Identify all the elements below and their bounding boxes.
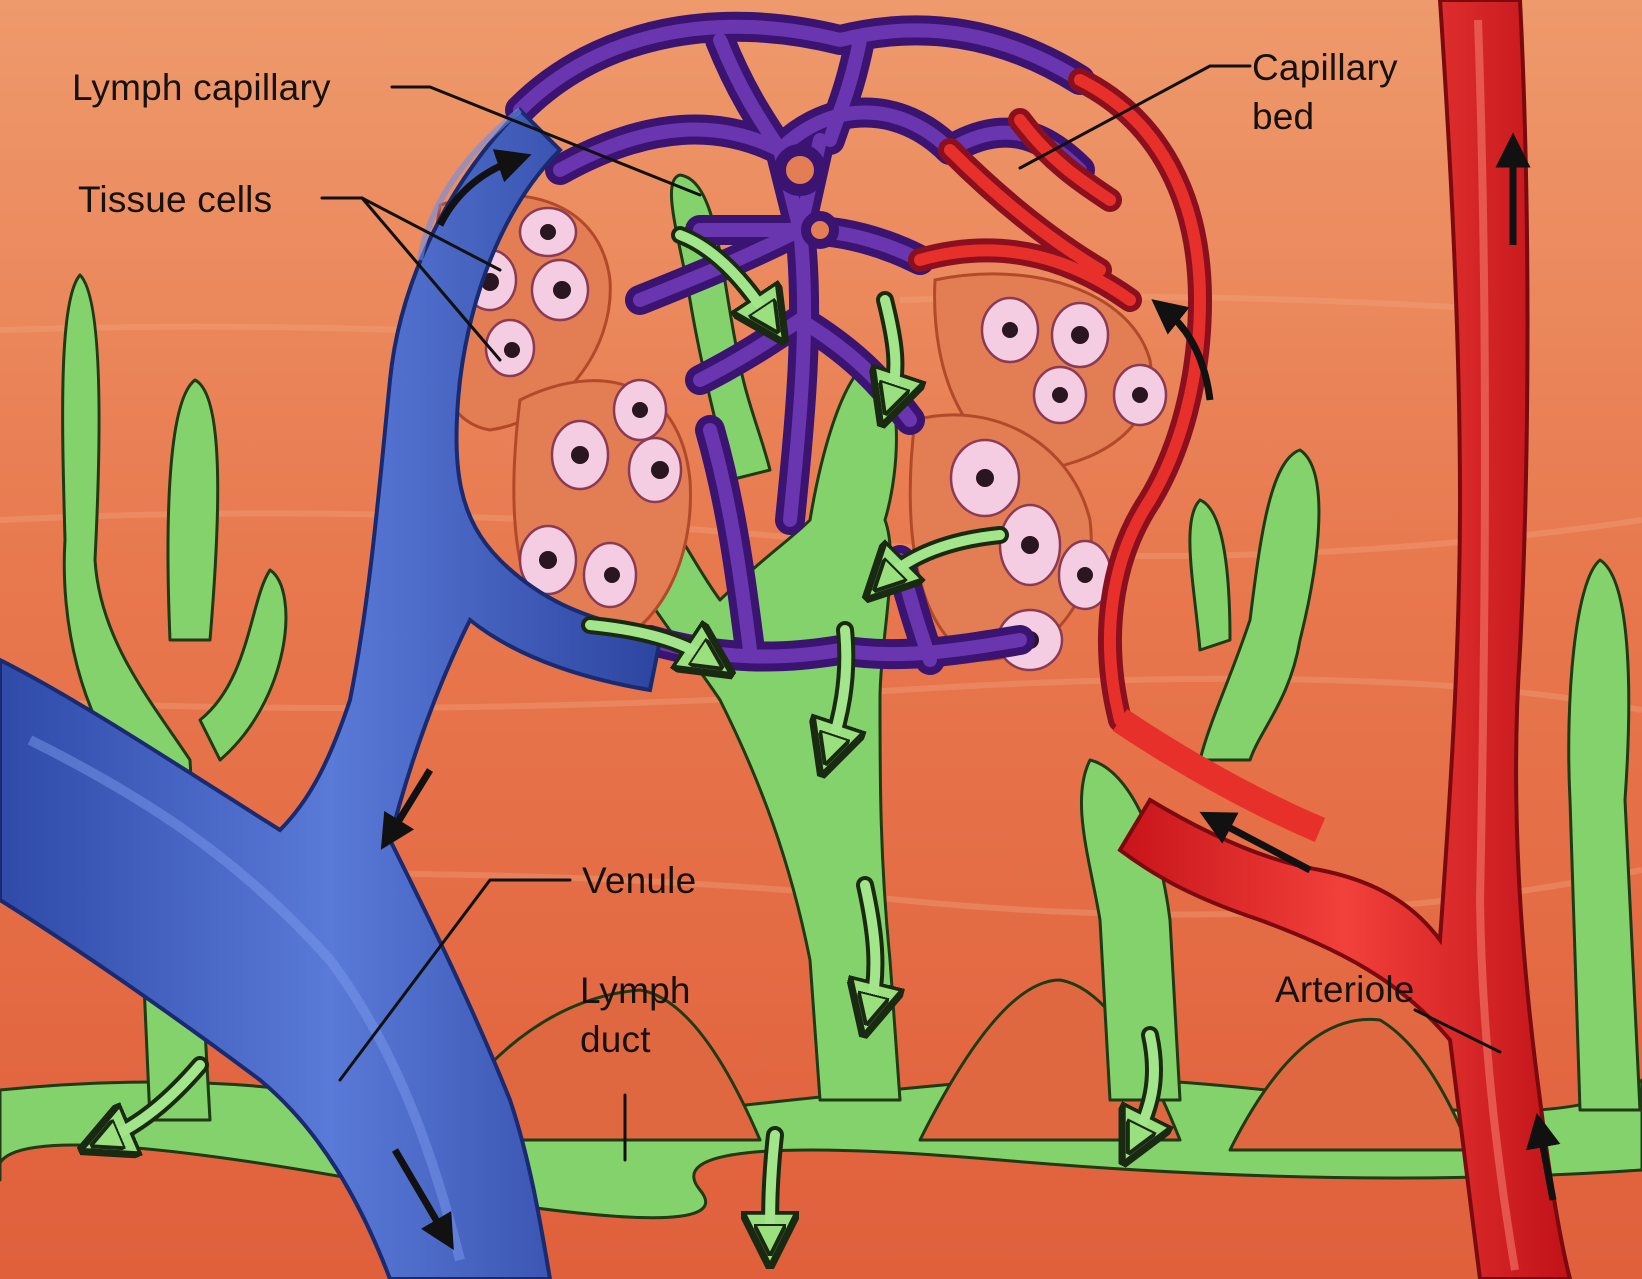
label-capillary-bed-line1: Capillary: [1252, 47, 1398, 88]
label-capillary-bed-line2: bed: [1252, 96, 1314, 137]
label-tissue-cells: Tissue cells: [78, 179, 272, 220]
label-lymph-capillary: Lymph capillary: [72, 67, 331, 108]
label-lymph-duct-line1: Lymph: [580, 970, 691, 1011]
label-lymph-duct-line2: duct: [580, 1019, 651, 1060]
label-arteriole: Arteriole: [1275, 969, 1415, 1010]
label-venule: Venule: [582, 860, 696, 901]
